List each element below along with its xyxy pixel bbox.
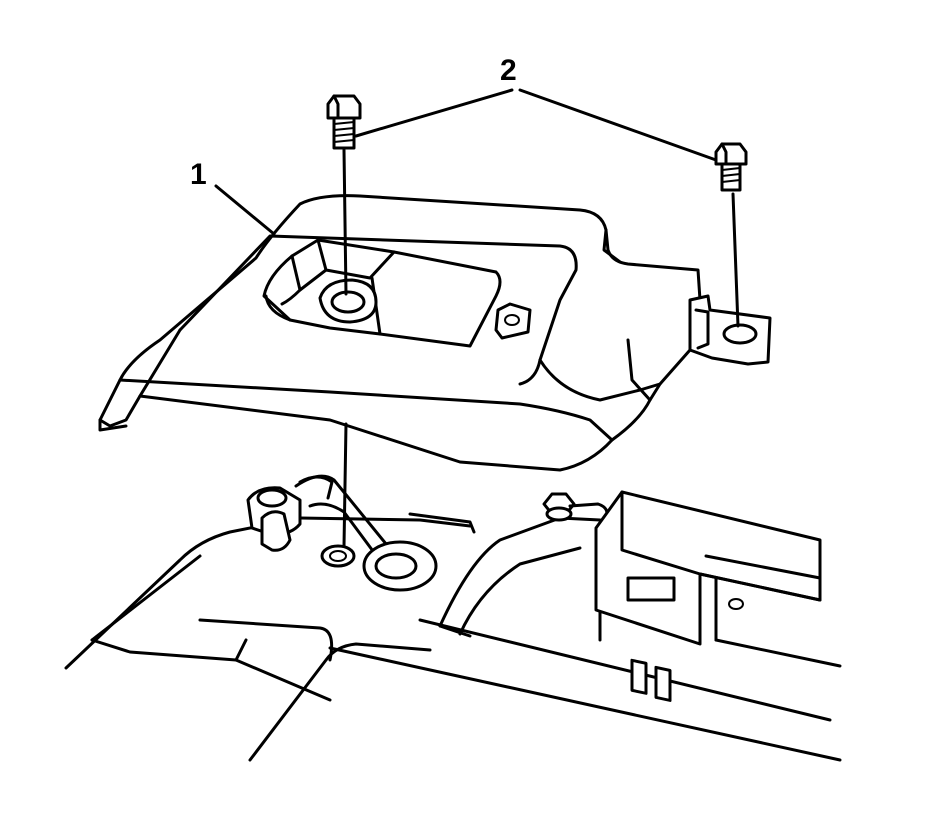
bolt-right <box>714 142 748 192</box>
callout-2: 2 <box>354 54 718 162</box>
callout-1-label: 1 <box>190 158 207 191</box>
callout-2-label: 2 <box>500 54 517 87</box>
bolt-left <box>326 94 362 150</box>
cover-panel <box>98 194 772 472</box>
callout-1: 1 <box>190 158 276 236</box>
base-tray <box>64 474 842 762</box>
installation-lines <box>342 148 740 548</box>
